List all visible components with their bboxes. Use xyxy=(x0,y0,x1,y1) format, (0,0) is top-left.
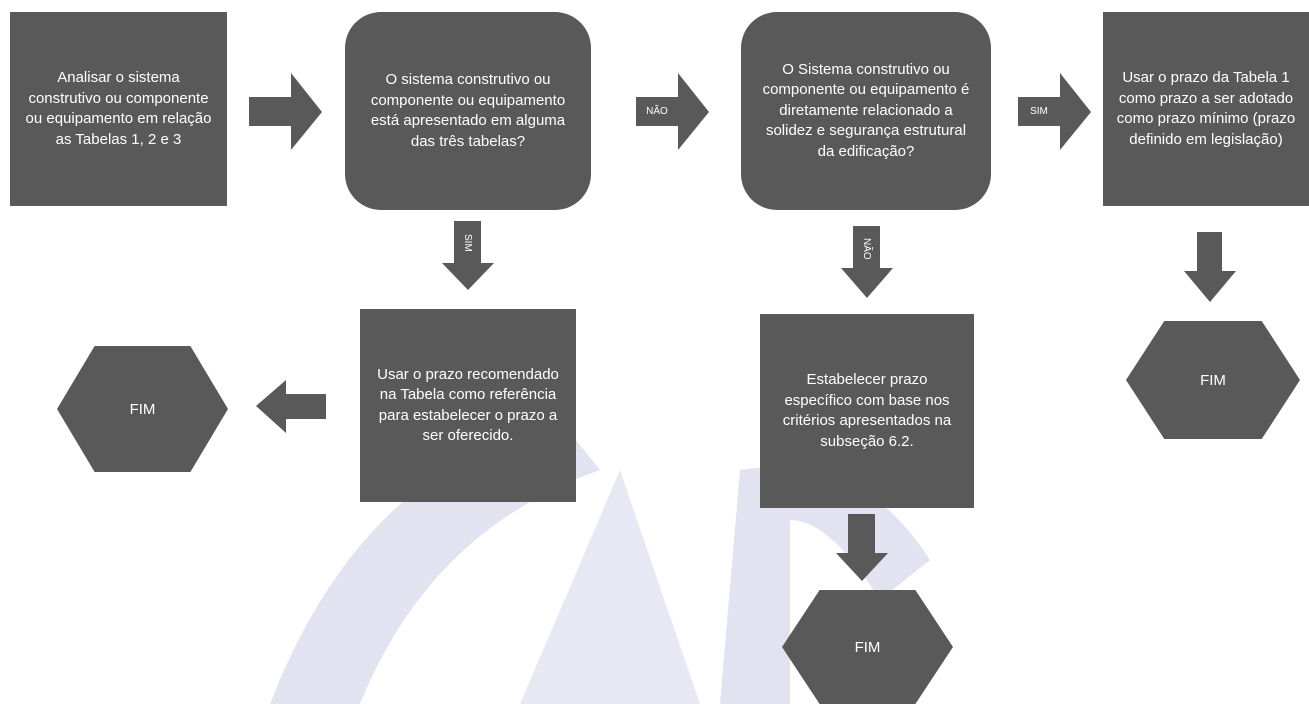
node-question-solidez-text: O Sistema construtivo ou componente ou e… xyxy=(762,60,970,160)
node-estabelecer-prazo: Estabelecer prazo específico com base no… xyxy=(760,314,974,508)
arrow-down-sim xyxy=(442,221,494,290)
node-prazo-recomendado: Usar o prazo recomendado na Tabela como … xyxy=(360,309,576,502)
arrow-right-1 xyxy=(249,73,322,150)
label-nao: NÃO xyxy=(646,106,668,117)
arrow-down-bottom xyxy=(836,514,888,581)
label-sim-vertical: SIM xyxy=(462,234,473,252)
arrow-label-sim: SIM xyxy=(1018,97,1060,126)
arrow-label-nao-vertical: NÃO xyxy=(853,230,880,268)
end-fim-bottom-text: FIM xyxy=(854,638,881,656)
end-fim-right-text: FIM xyxy=(1200,371,1226,389)
node-question-tabelas-text: O sistema construtivo ou componente ou e… xyxy=(370,71,566,150)
node-tabela1-text: Usar o prazo da Tabela 1 como prazo a se… xyxy=(1116,69,1296,148)
arrow-label-nao: NÃO xyxy=(636,97,678,126)
arrow-label-sim-vertical: SIM xyxy=(454,225,481,261)
end-fim-right: FIM xyxy=(1126,321,1300,439)
arrow-left xyxy=(256,380,326,433)
label-sim: SIM xyxy=(1030,106,1048,117)
node-analisar-text: Analisar o sistema construtivo ou compon… xyxy=(25,69,212,148)
node-estabelecer-prazo-text: Estabelecer prazo específico com base no… xyxy=(782,371,952,450)
arrow-right-nao xyxy=(636,73,709,150)
node-question-solidez: O Sistema construtivo ou componente ou e… xyxy=(741,12,991,210)
node-tabela1: Usar o prazo da Tabela 1 como prazo a se… xyxy=(1103,12,1309,206)
arrow-right-sim xyxy=(1018,73,1091,150)
arrow-down-right xyxy=(1184,232,1236,302)
end-fim-left-text: FIM xyxy=(129,400,156,418)
node-prazo-recomendado-text: Usar o prazo recomendado na Tabela como … xyxy=(377,365,559,445)
end-fim-bottom: FIM xyxy=(782,590,953,704)
end-fim-left: FIM xyxy=(57,346,228,472)
node-analisar: Analisar o sistema construtivo ou compon… xyxy=(10,12,227,206)
arrow-down-nao xyxy=(841,226,893,298)
label-nao-vertical: NÃO xyxy=(861,238,872,260)
node-question-tabelas: O sistema construtivo ou componente ou e… xyxy=(345,12,591,210)
